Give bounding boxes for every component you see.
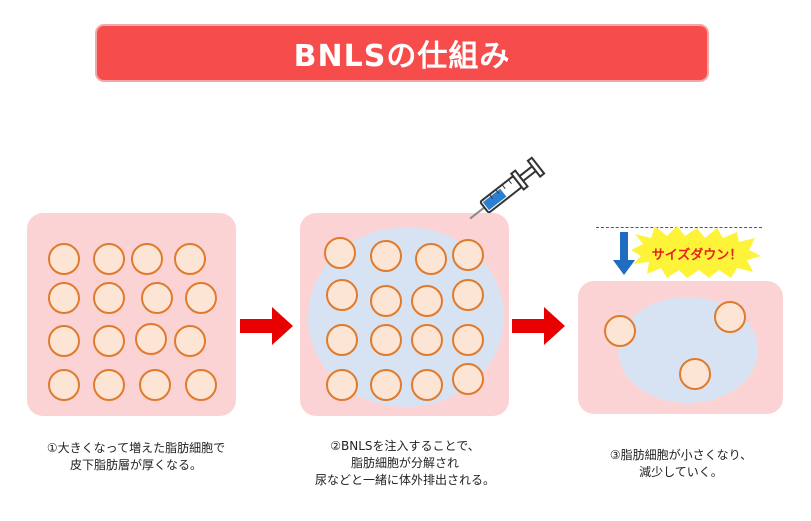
fat-cell [326,324,358,356]
fat-cell [48,369,80,401]
caption-line: 脂肪細胞が分解され [350,456,459,470]
fat-cell [411,369,443,401]
fat-cell [452,324,484,356]
fat-cell [185,369,217,401]
fat-cell [452,363,484,395]
arrow-right-icon [512,307,565,345]
fat-cell [679,358,711,390]
fat-cell [370,240,402,272]
caption-line: 尿などと一緒に体外排出される。 [314,473,495,487]
step-2-caption: ②BNLSを注入することで、 脂肪細胞が分解され 尿などと一緒に体外排出される。 [278,438,532,489]
fat-cell [326,279,358,311]
caption-line: ②BNLSを注入することで、 [330,439,480,453]
fat-cell [370,285,402,317]
arrow-down-icon [613,232,635,275]
fat-cell [131,243,163,275]
size-down-burst [631,226,761,278]
fat-cell [415,243,447,275]
fat-cell [174,325,206,357]
fat-cell [604,315,636,347]
step-3-panel [578,281,783,414]
syringe-icon [469,156,546,220]
caption-line: 減少していく。 [639,465,723,479]
fat-cell [452,279,484,311]
fat-cell [324,237,356,269]
fat-cell [714,301,746,333]
fat-cell [48,282,80,314]
fat-cell [141,282,173,314]
fat-cell [48,325,80,357]
arrow-right-icon [240,307,293,345]
step-1-caption: ①大きくなって増えた脂肪細胞で 皮下脂肪層が厚くなる。 [18,440,254,474]
fat-cell [93,282,125,314]
caption-line: ③脂肪細胞が小さくなり、 [609,448,753,462]
fat-cell [48,243,80,275]
fat-cell [139,369,171,401]
fat-cell [452,239,484,271]
fat-cell [370,324,402,356]
fat-cell [93,243,125,275]
fat-cell [411,285,443,317]
fat-cell [370,369,402,401]
step-2-panel [300,213,509,416]
fat-cell [185,282,217,314]
fat-cell [411,324,443,356]
fat-cell [326,369,358,401]
original-size-line [596,227,762,228]
title-banner: BNLSの仕組み [95,24,709,82]
fat-cell [174,243,206,275]
fat-cell [93,369,125,401]
caption-line: ①大きくなって増えた脂肪細胞で [46,441,226,455]
fat-cell [93,325,125,357]
step-1-panel [27,213,236,416]
caption-line: 皮下脂肪層が厚くなる。 [69,458,202,472]
step-3-caption: ③脂肪細胞が小さくなり、 減少していく。 [570,447,792,481]
fat-cell [135,323,167,355]
size-down-label: サイズダウン！ [651,248,743,263]
page-title: BNLSの仕組み [293,39,511,74]
